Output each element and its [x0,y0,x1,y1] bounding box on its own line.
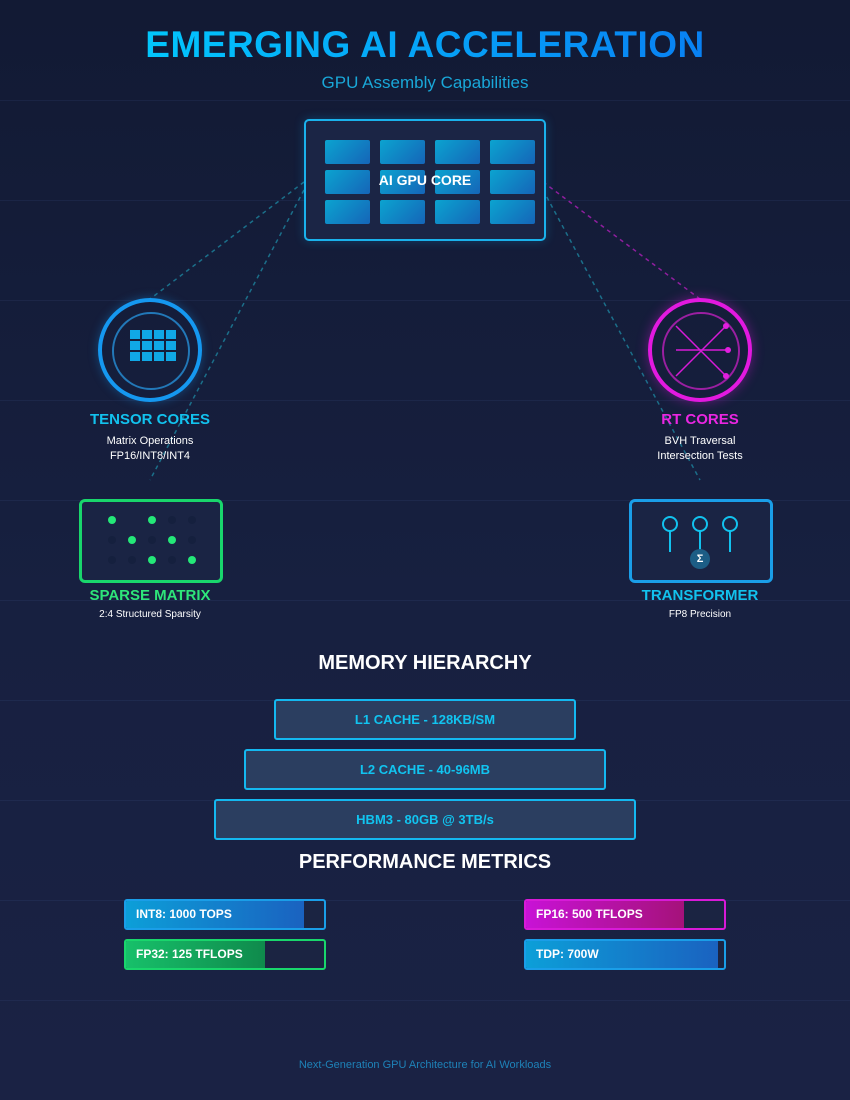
sparse-matrix-title: SPARSE MATRIX [89,587,211,604]
transformer-panel: Σ [629,499,773,583]
tensor-cores-title: TENSOR CORES [89,411,210,428]
metric-fp16: FP16: 500 TFLOPS [524,899,726,930]
page-title: EMERGING AI ACCELERATION [0,24,850,66]
metric-tdp-label: TDP: 700W [536,947,599,961]
attention-heads-icon [662,516,738,569]
rt-cores-line1: BVH Traversal [664,435,736,447]
wire-core-sparse [149,189,305,481]
footer-text: Next-Generation GPU Architecture for AI … [298,1059,552,1071]
rt-cores-line2: Intersection Tests [657,450,743,462]
metric-tdp: TDP: 700W [524,939,726,970]
rt-cores-title: RT CORES [661,411,739,428]
memory-hierarchy-title: MEMORY HIERARCHY [318,652,532,674]
sparse-matrix-desc: 2:4 Structured Sparsity [99,609,201,620]
sparse-matrix-panel [79,499,223,583]
memory-level-l2: L2 CACHE - 40-96MB [244,749,606,790]
tensor-cores-line1: Matrix Operations [106,435,194,447]
sparse-dots-icon [108,516,196,564]
gpu-core-box: AI GPU CORE [304,119,546,241]
wire-core-transformer [542,189,701,481]
wire-core-tensor [149,181,305,300]
rt-cores-badge [648,298,752,402]
gpu-core-label: AI GPU CORE [378,172,472,188]
tensor-cores-badge [98,298,202,402]
memory-level-hbm3: HBM3 - 80GB @ 3TB/s [214,799,636,840]
metric-int8: INT8: 1000 TOPS [124,899,326,930]
metric-fp32: FP32: 125 TFLOPS [124,939,326,970]
metric-fp16-label: FP16: 500 TFLOPS [536,907,643,921]
transformer-desc: FP8 Precision [668,609,732,620]
metric-int8-label: INT8: 1000 TOPS [136,907,232,921]
sigma-symbol: Σ [696,553,704,565]
ray-intersection-icon [675,323,731,379]
matrix-grid-icon [130,330,176,361]
performance-metrics-title: PERFORMANCE METRICS [298,851,552,873]
page-subtitle: GPU Assembly Capabilities [321,73,529,92]
memory-level-l1: L1 CACHE - 128KB/SM [274,699,576,740]
wire-core-rt [542,181,701,300]
tensor-cores-line2: FP16/INT8/INT4 [109,450,191,462]
metric-fp32-label: FP32: 125 TFLOPS [136,947,243,961]
transformer-title: TRANSFORMER [641,587,759,604]
